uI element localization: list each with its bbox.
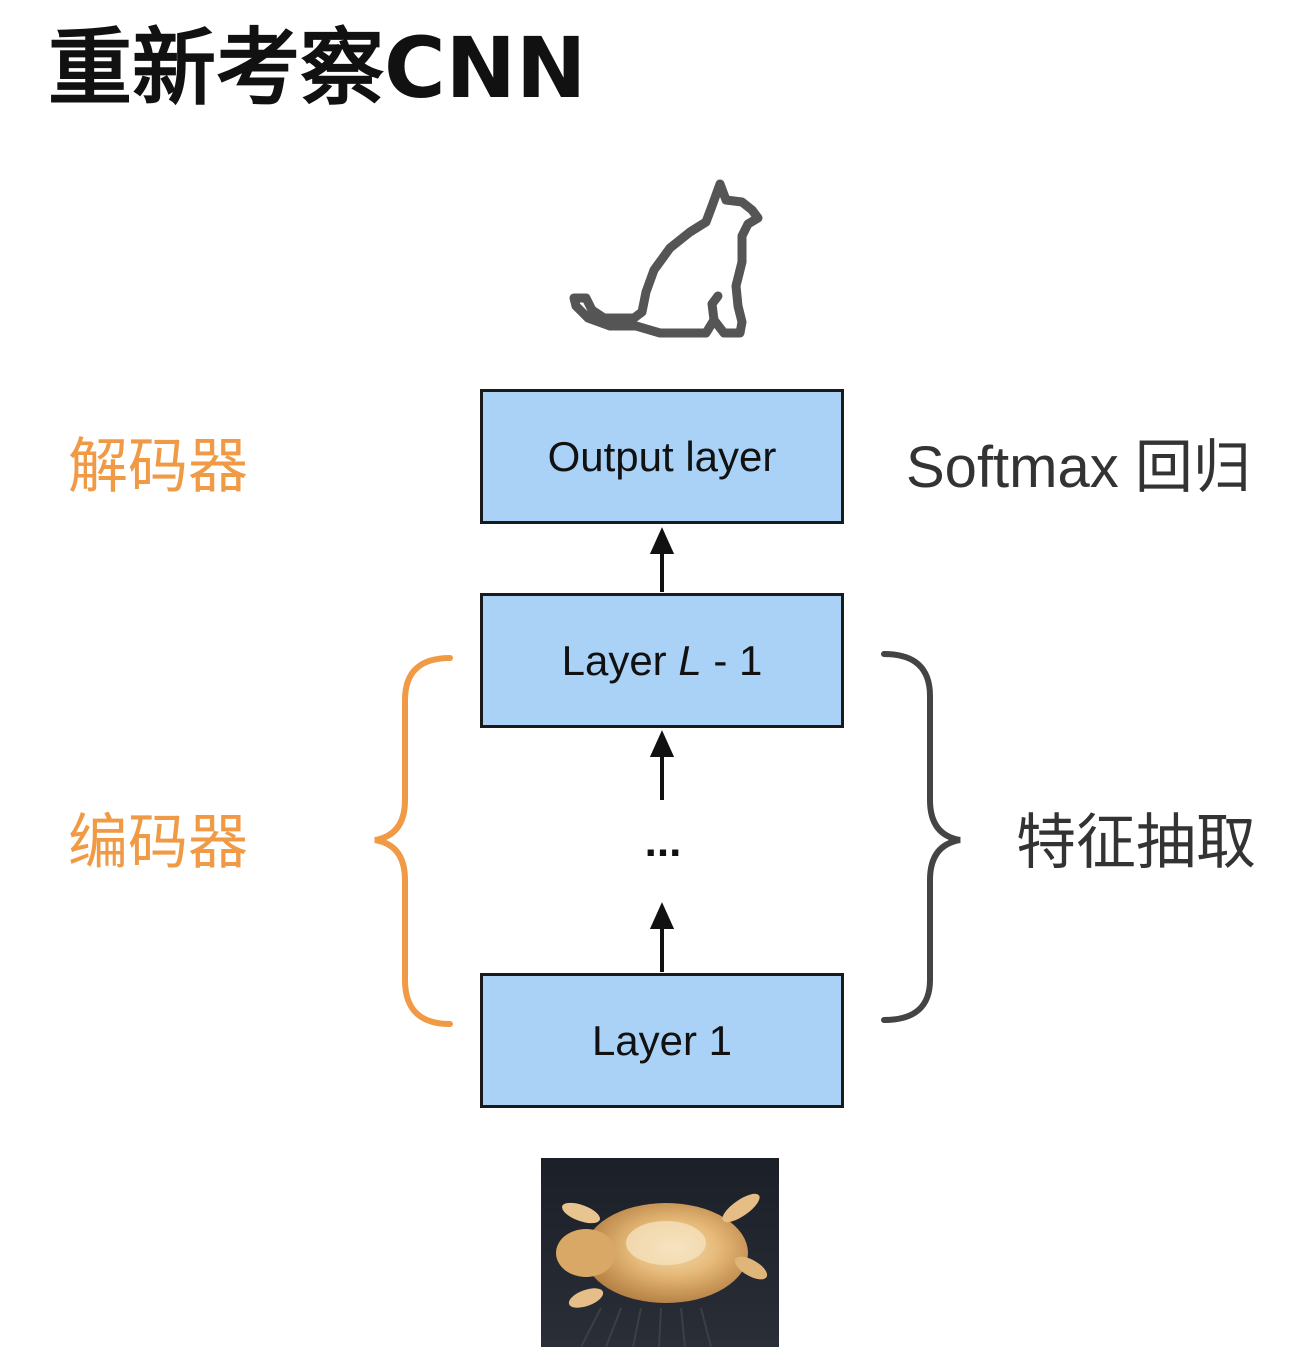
layer-l-1-label-prefix: Layer (561, 636, 679, 684)
output-layer-label: Output layer (547, 432, 777, 480)
output-layer-box: Output layer (480, 389, 844, 524)
decoder-label: 解码器 (68, 432, 248, 502)
cat-silhouette-icon (569, 179, 763, 338)
feature-brace (881, 651, 961, 1023)
softmax-label-prefix: Softmax (906, 435, 1135, 500)
encoder-label: 编码器 (68, 808, 248, 878)
softmax-label-zh: 回归 (1134, 433, 1251, 501)
cat-photo (541, 1158, 779, 1347)
arrow-head (649, 902, 675, 929)
layer-l-1-label-suffix: - 1 (701, 636, 763, 684)
feature-extraction-label: 特征抽取 (1016, 808, 1256, 878)
arrow-head (649, 730, 675, 757)
ellipsis: ... (644, 817, 682, 866)
page-title: 重新考察CNN (48, 19, 587, 117)
layer-1-label: Layer 1 (591, 1016, 733, 1064)
layer-l-minus-1-box: Layer L - 1 (480, 593, 844, 728)
arrow-head (649, 527, 675, 554)
layer-l-1-label-italic: L (678, 636, 702, 684)
encoder-brace (374, 655, 453, 1027)
softmax-regression-label: Softmax 回归 (906, 432, 1251, 503)
layer-1-box: Layer 1 (480, 973, 844, 1108)
